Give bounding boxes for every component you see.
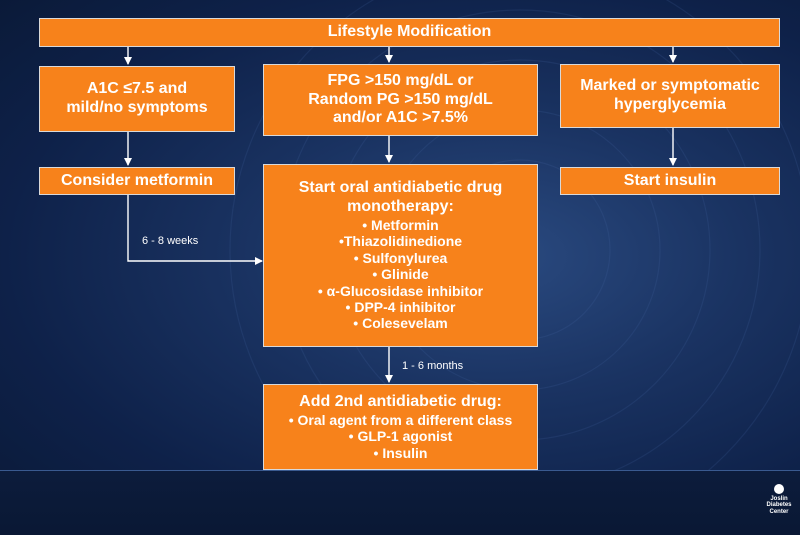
- monotherapy-heading-line: Start oral antidiabetic drug: [298, 179, 503, 197]
- monotherapy-item: • α-Glucosidase inhibitor: [317, 282, 484, 299]
- joslin-logo-line: Joslin: [770, 496, 788, 502]
- right-action-text: Start insulin: [623, 171, 717, 189]
- second-drug-box: Add 2nd antidiabetic drug: • Oral agent …: [263, 384, 538, 470]
- joslin-logo: Joslin Diabetes Center: [764, 484, 794, 515]
- left-action-box: Consider metformin: [39, 167, 235, 195]
- arrow-metformin-to-mono: [127, 195, 263, 265]
- middle-criteria-line: and/or A1C >7.5%: [332, 109, 468, 127]
- middle-criteria-box: FPG >150 mg/dL or Random PG >150 mg/dL a…: [263, 64, 538, 136]
- left-criteria-line: A1C ≤7.5 and: [86, 80, 188, 98]
- middle-criteria-line: Random PG >150 mg/dL: [308, 90, 493, 108]
- monotherapy-item: • Glinide: [372, 266, 429, 283]
- monotherapy-item: • DPP-4 inhibitor: [345, 298, 456, 315]
- monotherapy-item: • Colesevelam: [353, 315, 448, 332]
- right-criteria-line: hyperglycemia: [613, 96, 727, 113]
- right-criteria-box: Marked or symptomatic hyperglycemia: [560, 64, 780, 128]
- weeks-label: 6 - 8 weeks: [142, 235, 199, 247]
- monotherapy-heading-line: monotherapy:: [347, 198, 454, 216]
- joslin-logo-line: Center: [769, 508, 789, 515]
- second-drug-heading: Add 2nd antidiabetic drug:: [299, 393, 502, 410]
- lifestyle-modification-title: Lifestyle Modification: [327, 23, 492, 41]
- lifestyle-modification-box: Lifestyle Modification: [39, 18, 780, 47]
- middle-criteria-line: FPG >150 mg/dL or: [327, 71, 474, 89]
- joslin-logo-icon: [774, 484, 784, 494]
- left-criteria-line: mild/no symptoms: [66, 99, 208, 116]
- months-label: 1 - 6 months: [402, 360, 464, 372]
- second-drug-item: • Insulin: [373, 444, 428, 461]
- monotherapy-item: • Sulfonylurea: [353, 249, 448, 266]
- second-drug-item: • Oral agent from a different class: [288, 411, 513, 428]
- right-action-box: Start insulin: [560, 167, 780, 195]
- monotherapy-item: • Metformin: [362, 217, 439, 234]
- monotherapy-item: •Thiazolidinedione: [338, 233, 463, 250]
- second-drug-item: • GLP-1 agonist: [348, 428, 453, 445]
- right-criteria-line: Marked or symptomatic: [580, 77, 760, 95]
- monotherapy-box: Start oral antidiabetic drug monotherapy…: [263, 164, 538, 347]
- left-action-text: Consider metformin: [60, 171, 213, 189]
- footer-bar: [0, 470, 800, 535]
- left-criteria-box: A1C ≤7.5 and mild/no symptoms: [39, 66, 235, 132]
- joslin-logo-line: Diabetes: [766, 502, 792, 509]
